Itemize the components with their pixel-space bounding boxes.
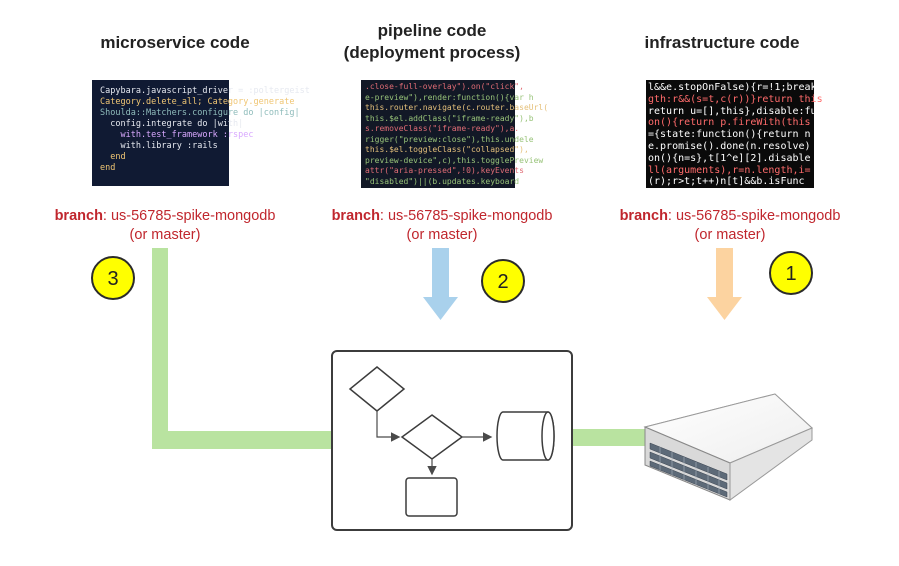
code-line: "disabled")||(b.updates.keyboard: [365, 176, 520, 186]
code-line: Shoulda::Matchers.configure do |config|: [100, 108, 300, 118]
server-rack-icon: [643, 393, 813, 501]
infrastructure-down-arrow: [707, 248, 742, 320]
code-line: return u=[],this},disable:fu: [648, 105, 817, 117]
step-circle: [769, 251, 813, 295]
code-line: s.removeClass("iframe-ready"),a.: [365, 124, 520, 133]
column-title-microservice: microservice code: [100, 33, 250, 52]
code-line: .close-full-overlay").on("click",: [365, 82, 524, 91]
step-badge-2: 2: [481, 259, 525, 303]
code-line: Category.delete_all; Category.generate: [100, 97, 295, 107]
code-line: end: [100, 152, 126, 162]
code-line: end: [100, 163, 116, 173]
step-number: 1: [785, 263, 796, 285]
pipeline-down-arrow: [423, 248, 458, 320]
code-line: with.test_framework :rspec: [100, 130, 254, 140]
step-circle: [91, 256, 135, 300]
column-title-pipeline: pipeline code (deployment process): [343, 21, 521, 62]
column-title-infrastructure: infrastructure code: [644, 33, 800, 52]
step-badge-1: 1: [769, 251, 813, 295]
code-line: config.integrate do |with|: [100, 119, 244, 129]
code-line: (r);r>t;t++)n[t]&&b.isFunc: [648, 176, 805, 188]
code-line: Capybara.javascript_driver = :poltergeis…: [100, 86, 310, 96]
branch-label-pipeline: branch: us-56785-spike-mongodb (or maste…: [331, 208, 553, 243]
microservice-code-image: Capybara.javascript_driver = :poltergeis…: [92, 80, 310, 186]
code-line: e-preview"),render:function(){var h: [365, 92, 534, 102]
code-line: e.promise().done(n.resolve): [648, 140, 811, 152]
code-line: this.router.navigate(c.router.baseUrl(: [365, 103, 549, 112]
microservice-flow-line: [152, 248, 332, 449]
step-number: 3: [107, 268, 118, 290]
code-line: gth:r&&(s=t,c(r))}return this: [648, 93, 823, 105]
step-badge-3: 3: [91, 256, 135, 300]
flowchart-icon: [331, 350, 573, 531]
code-line: attr("aria-pressed",!0),keyEvents: [365, 166, 524, 175]
code-line: this.$el.toggleClass("collapsed"),: [365, 145, 529, 154]
code-line: on(){n=s},t[1^e][2].disable: [648, 152, 811, 164]
code-line: this.$el.addClass("iframe-ready"),b: [365, 113, 534, 123]
code-line: on(){return p.fireWith(this: [648, 117, 811, 129]
code-line: preview-device",c),this.togglePreview: [365, 155, 544, 165]
branch-label-microservice: branch: us-56785-spike-mongodb (or maste…: [54, 208, 276, 243]
code-line: rigger("preview:close"),this.undele: [365, 134, 534, 144]
code-line: ={state:function(){return n: [648, 129, 811, 141]
pipeline-code-image: .close-full-overlay").on("click",e-previ…: [361, 80, 549, 188]
step-circle: [481, 259, 525, 303]
code-line: ll(arguments),r=n.length,i=: [648, 164, 811, 176]
code-line: l&&e.stopOnFalse){r=!1;break: [648, 82, 817, 93]
step-number: 2: [497, 271, 508, 293]
branch-label-infrastructure: branch: us-56785-spike-mongodb (or maste…: [619, 208, 841, 243]
code-line: with.library :rails: [100, 141, 218, 151]
